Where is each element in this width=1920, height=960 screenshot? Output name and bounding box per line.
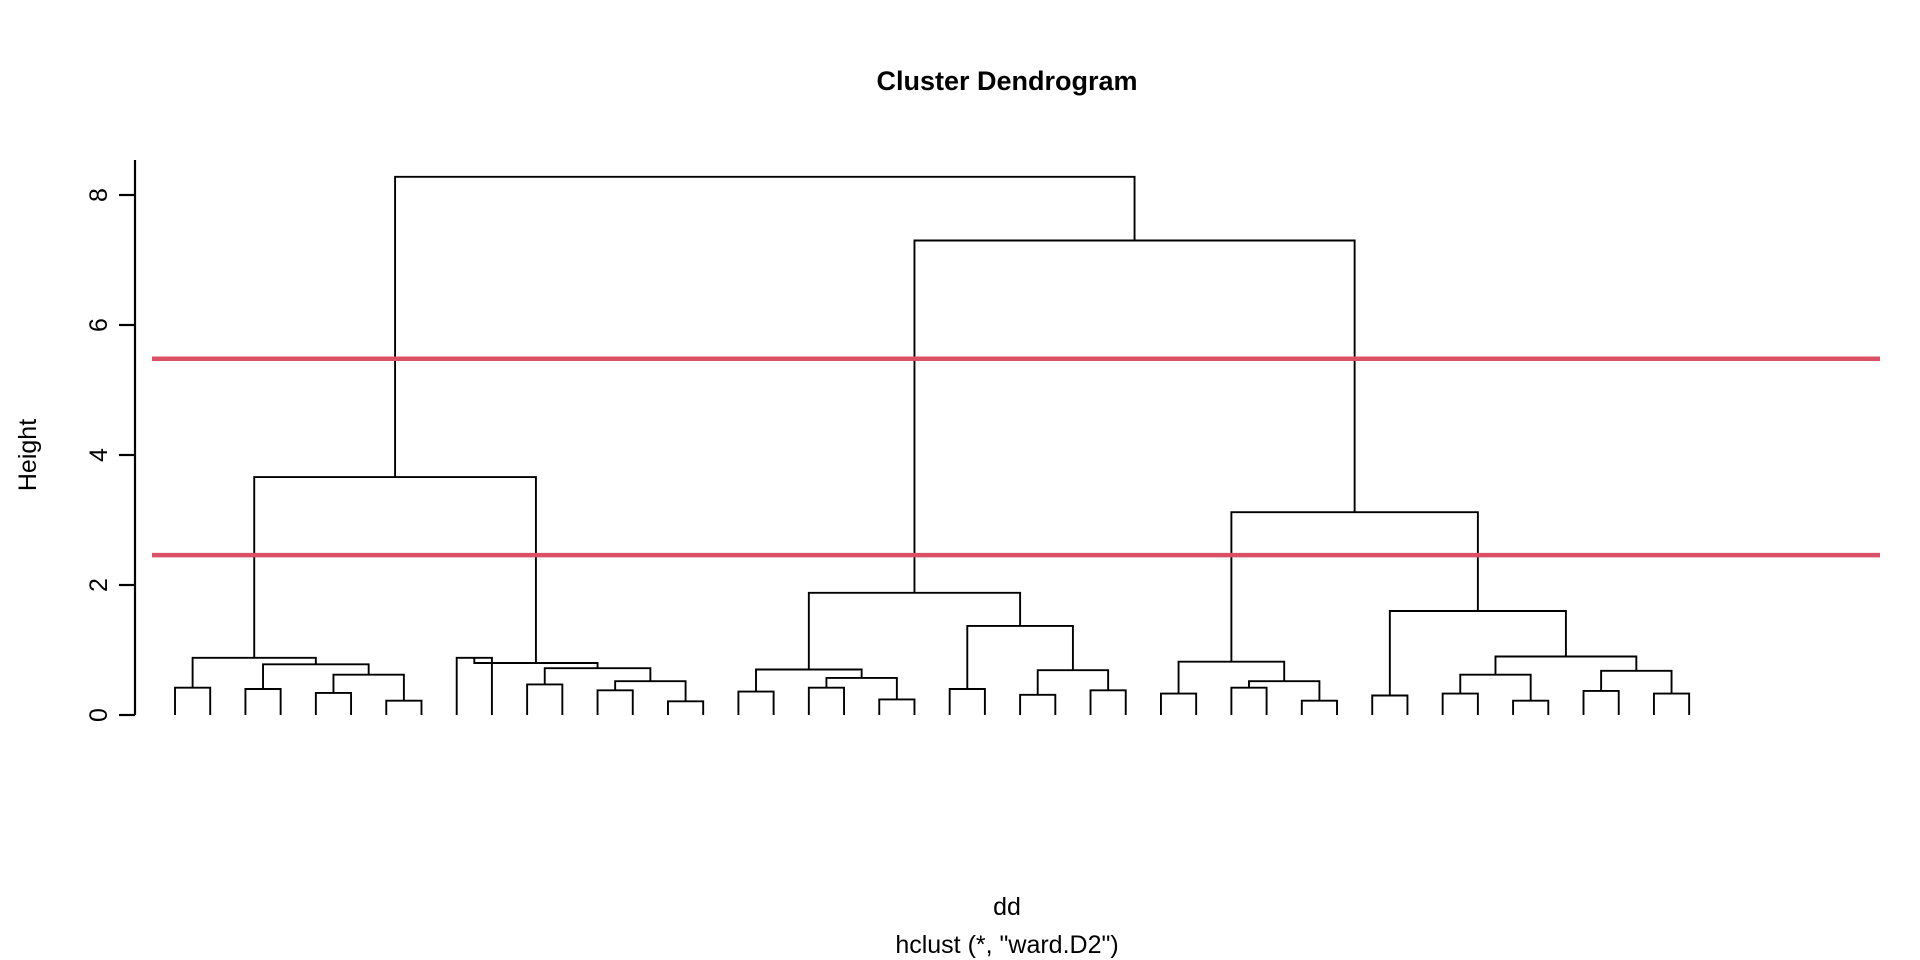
- dendrogram-merge-link: [394, 175, 1136, 478]
- y-axis-tick-label: 8: [85, 188, 113, 202]
- caption-dataset: dd: [993, 893, 1021, 921]
- y-axis-tick-label: 0: [85, 708, 113, 722]
- y-axis-label: Height: [14, 419, 42, 491]
- y-axis-tick-label: 4: [85, 448, 113, 462]
- page-title: Cluster Dendrogram: [876, 66, 1137, 96]
- y-axis: 0 2 4 6 8: [85, 160, 137, 722]
- caption-method: hclust (*, "ward.D2"): [895, 931, 1118, 959]
- dendrogram-tree: [174, 175, 1691, 715]
- cut-height-lines: [152, 356, 1880, 558]
- y-axis-tick-label: 2: [85, 578, 113, 592]
- y-axis-tick-label: 6: [85, 318, 113, 332]
